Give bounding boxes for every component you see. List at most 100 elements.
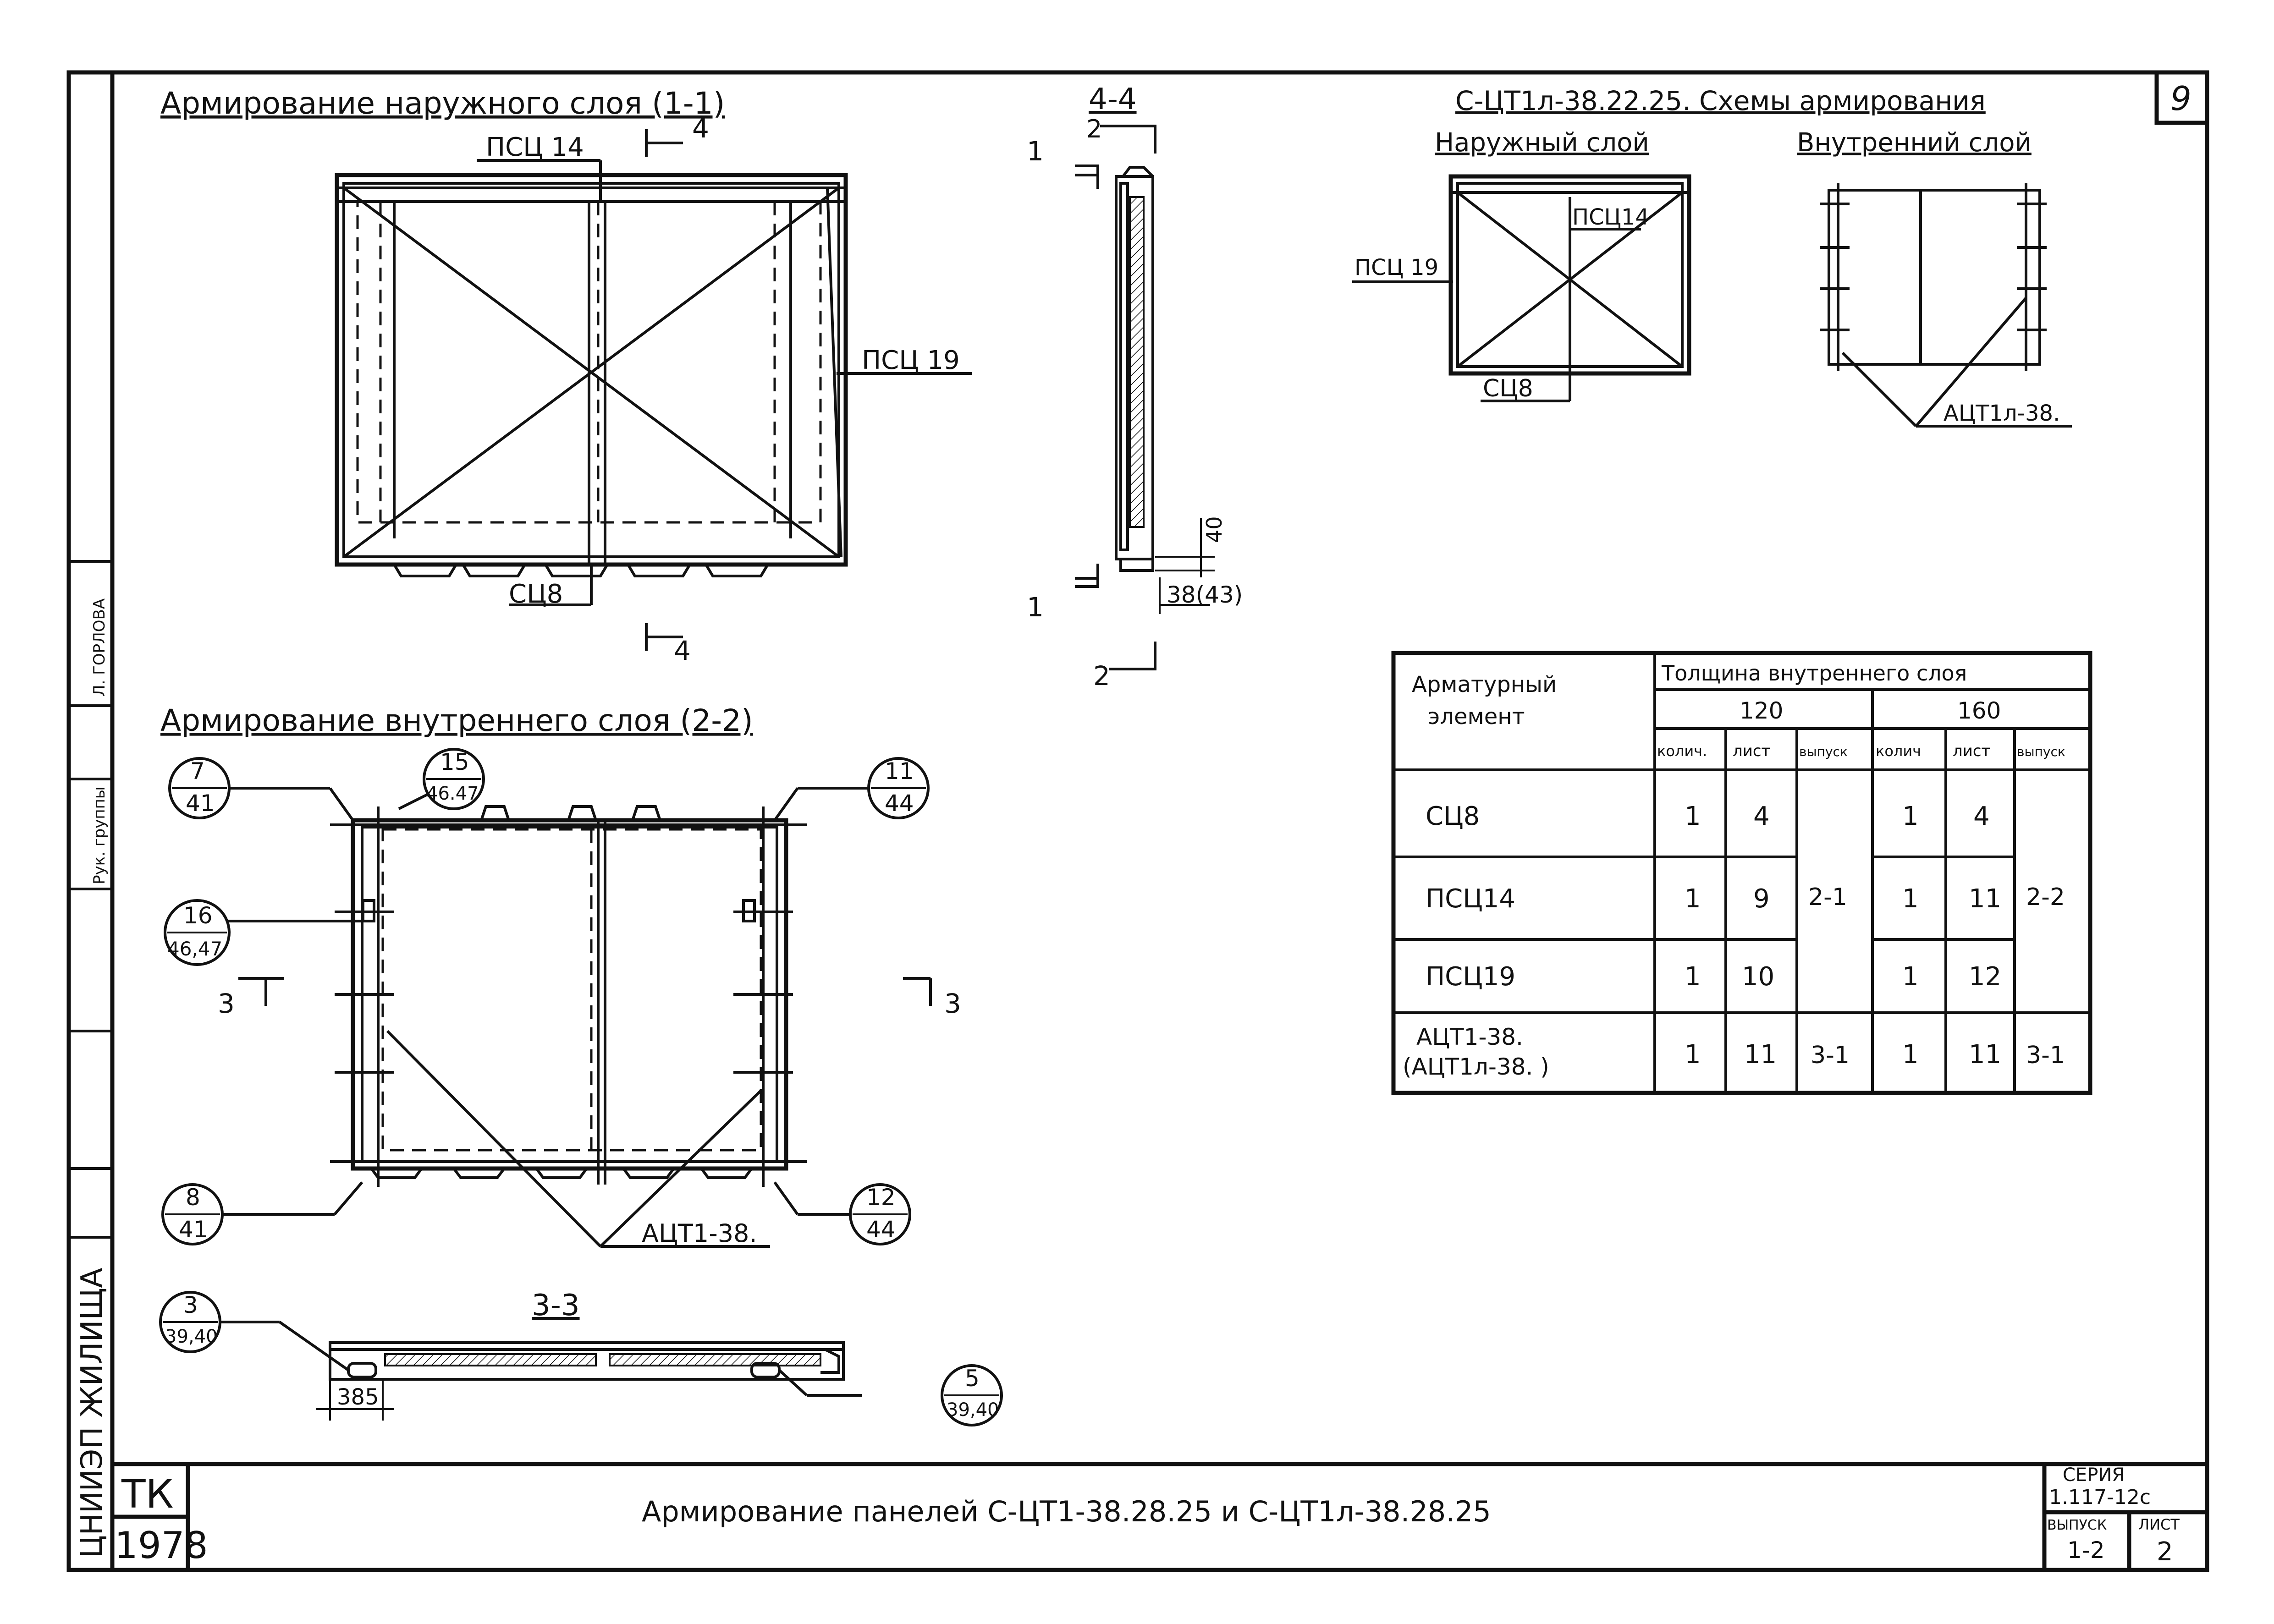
inner-layer-view [211,787,932,1248]
table-row-4-l2: 11 [1969,1040,2001,1070]
inner-callout-7-41: 7 41 [168,757,231,819]
stamp-year: 1978 [115,1524,208,1567]
inner-callout-8-41: 8 41 [161,1183,224,1245]
schemes-inner-layer [1820,183,2072,428]
table-issue-merged-2: 2-2 [2026,883,2065,911]
schemes-label-act: АЦТ1л-38. [1944,401,2060,426]
table-row-4-v1: 3-1 [1811,1042,1850,1069]
section-4-4-mark-1-top: 1 [1027,136,1044,167]
outer-section-mark-bottom: 4 [674,635,691,666]
list-value: 2 [2157,1537,2173,1567]
inner-layer-title: Армирование внутреннего слоя (2-2) [160,703,753,738]
issue-value: 1-2 [2067,1537,2105,1564]
section-4-4-dim-38: 38(43) [1167,582,1243,608]
schemes-title: С-ЦТ1л-38.22.25. Схемы армирования [1455,85,1986,116]
table-row-3-q1: 1 [1685,962,1701,992]
inner-callout-12-44: 12 44 [849,1183,911,1245]
svg-text:16: 16 [183,902,213,929]
table-row-3-q2: 1 [1902,962,1919,992]
table-row-3-l1: 10 [1742,962,1774,992]
table-sub-list-2: лист [1953,742,1990,760]
svg-text:12: 12 [866,1184,896,1211]
section-3-3-title: 3-3 [532,1289,580,1322]
table-row-1-l2: 4 [1973,801,1990,831]
table-sub-issue-2: выпуск [2017,744,2065,759]
table-row-2-q2: 1 [1902,884,1919,914]
table-sub-qty-2: колич [1876,742,1921,760]
schemes-outer-title: Наружный слой [1435,128,1649,158]
table-row-4-element-alt: (АЦТ1л-38. ) [1403,1053,1549,1080]
section-3-3-view [204,1321,862,1421]
section-callout-3-3940: 3 39,40 [159,1291,221,1353]
outer-layer-view [335,129,972,651]
table-header-thickness: Толщина внутреннего слоя [1661,661,1967,686]
side-organization: ЦНИИЭП ЖИЛИЩА [75,1267,109,1558]
table-row-4-element: АЦТ1-38. [1416,1024,1523,1050]
svg-text:7: 7 [190,758,205,785]
issue-label: ВЫПУСК [2047,1517,2107,1533]
schemes-inner-title: Внутренний слой [1797,128,2032,158]
table-row-4-q1: 1 [1685,1040,1701,1070]
section-4-4-view [1075,125,1215,670]
svg-text:46.47: 46.47 [426,783,479,804]
outer-label-psc14: ПСЦ 14 [486,132,584,162]
reinforcement-table [1391,651,2092,1095]
table-row-3-element: ПСЦ19 [1426,962,1515,992]
section-4-4-mark-2-bottom: 2 [1093,660,1110,691]
section-3-3-dim-385: 385 [337,1384,379,1410]
svg-text:46,47: 46,47 [167,938,222,960]
table-row-1-l1: 4 [1753,801,1770,831]
svg-text:5: 5 [965,1365,980,1392]
schemes-label-psc19: ПСЦ 19 [1354,255,1438,280]
svg-text:41: 41 [179,1216,208,1243]
table-row-1-element: СЦ8 [1426,801,1480,831]
svg-text:44: 44 [885,790,914,817]
svg-text:41: 41 [186,790,215,817]
side-name-gorlova: Л. ГОРЛОВА [90,598,109,697]
inner-section-mark-right: 3 [944,988,961,1019]
svg-text:15: 15 [440,749,469,775]
section-4-4-title: 4-4 [1089,82,1137,116]
table-row-2-element: ПСЦ14 [1426,884,1515,914]
inner-callout-16-4647: 16 46,47 [164,899,231,966]
table-row-2-l2: 11 [1969,884,2001,914]
svg-text:44: 44 [866,1216,896,1243]
series-label: СЕРИЯ [2063,1465,2125,1486]
sheet-number: 9 [2170,79,2191,118]
table-row-2-q1: 1 [1685,884,1701,914]
svg-text:3: 3 [183,1292,198,1318]
sheet-frame [66,70,2209,1572]
outer-label-sc8: СЦ8 [509,579,563,609]
inner-section-mark-left: 3 [218,988,235,1019]
schemes-outer-layer [1352,174,1691,402]
inner-callout-15-4647: 15 46.47 [423,748,485,810]
table-row-4-v2: 3-1 [2026,1042,2065,1069]
section-4-4-dim-40: 40 [1202,516,1227,543]
table-sub-qty-1: колич. [1657,742,1707,760]
schemes-label-psc14: ПСЦ14 [1572,204,1649,230]
outer-layer-title: Армирование наружного слоя (1-1) [160,86,725,121]
table-row-3-l2: 12 [1969,962,2001,992]
stamp-code: ТК [121,1471,174,1517]
outer-section-mark-top: 4 [692,113,709,144]
svg-text:8: 8 [186,1184,200,1211]
table-sub-list-1: лист [1733,742,1770,760]
table-group-160: 160 [1957,697,2001,724]
section-callout-5-3940: 5 39,40 [941,1364,1003,1426]
table-row-1-q1: 1 [1685,801,1701,831]
list-label: ЛИСТ [2138,1516,2180,1533]
table-issue-merged-1: 2-1 [1808,883,1847,911]
table-row-4-q2: 1 [1902,1040,1919,1070]
table-row-1-q2: 1 [1902,801,1919,831]
side-name-group-head: Рук. группы [90,786,109,884]
section-4-4-mark-2-top: 2 [1086,115,1102,143]
svg-text:39,40: 39,40 [947,1399,999,1421]
svg-text:39,40: 39,40 [165,1326,218,1347]
svg-text:11: 11 [885,758,914,785]
outer-label-psc19: ПСЦ 19 [862,346,960,375]
table-row-2-l1: 9 [1753,884,1770,914]
series-value: 1.117-12с [2049,1486,2151,1509]
section-4-4-mark-1-bottom: 1 [1027,592,1044,623]
